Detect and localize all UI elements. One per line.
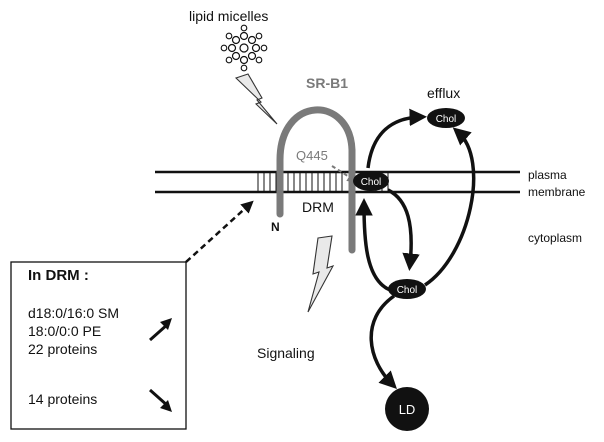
q445-label: Q445 [296, 148, 328, 163]
arrow-up-right-icon [149, 318, 172, 342]
plasma-label: plasma [528, 168, 567, 182]
membrane-label: membrane [528, 185, 586, 199]
ld-node [385, 387, 429, 431]
chol-membrane-label: Chol [361, 177, 382, 188]
chol-membrane-node [353, 171, 389, 191]
box-to-drm-arrow [185, 200, 254, 263]
micelle-icon [220, 24, 268, 72]
sr-b1-receptor [276, 106, 356, 254]
cytoplasm-label: cytoplasm [528, 231, 582, 245]
signaling-label: Signaling [257, 345, 315, 361]
lightning-bolt-icon [234, 73, 278, 125]
arrow-down-right-icon [149, 388, 172, 412]
box-item-down-proteins: 14 proteins [28, 391, 97, 407]
chol-efflux-node [427, 108, 465, 128]
membrane-to-efflux-arrow [366, 108, 427, 169]
box-item-pe: 18:0/0:0 PE [28, 323, 101, 339]
box-item-sm: d18:0/16:0 SM [28, 305, 119, 321]
drm-label: DRM [302, 199, 334, 215]
lipid-micelles-label: lipid micelles [189, 8, 268, 24]
sr-b1-label: SR-B1 [306, 75, 348, 91]
cyto-to-ld-arrow [369, 294, 397, 389]
signaling-bolt-icon [307, 235, 335, 313]
chol-efflux-label: Chol [436, 114, 457, 125]
n-terminus-label: N [271, 220, 280, 234]
drm-info-box [10, 261, 187, 430]
membrane-to-cyto-arrow [387, 188, 420, 271]
box-item-up-proteins: 22 proteins [28, 341, 97, 357]
q445-arrow [331, 165, 358, 183]
plasma-membrane [155, 170, 520, 194]
ld-label: LD [399, 402, 416, 417]
chol-cyto-node [388, 279, 426, 299]
chol-cyto-label: Chol [397, 285, 418, 296]
efflux-label: efflux [427, 85, 460, 101]
cyto-to-efflux-arrow [424, 127, 476, 287]
box-title: In DRM : [28, 267, 89, 284]
cyto-to-membrane-arrow [355, 198, 391, 292]
